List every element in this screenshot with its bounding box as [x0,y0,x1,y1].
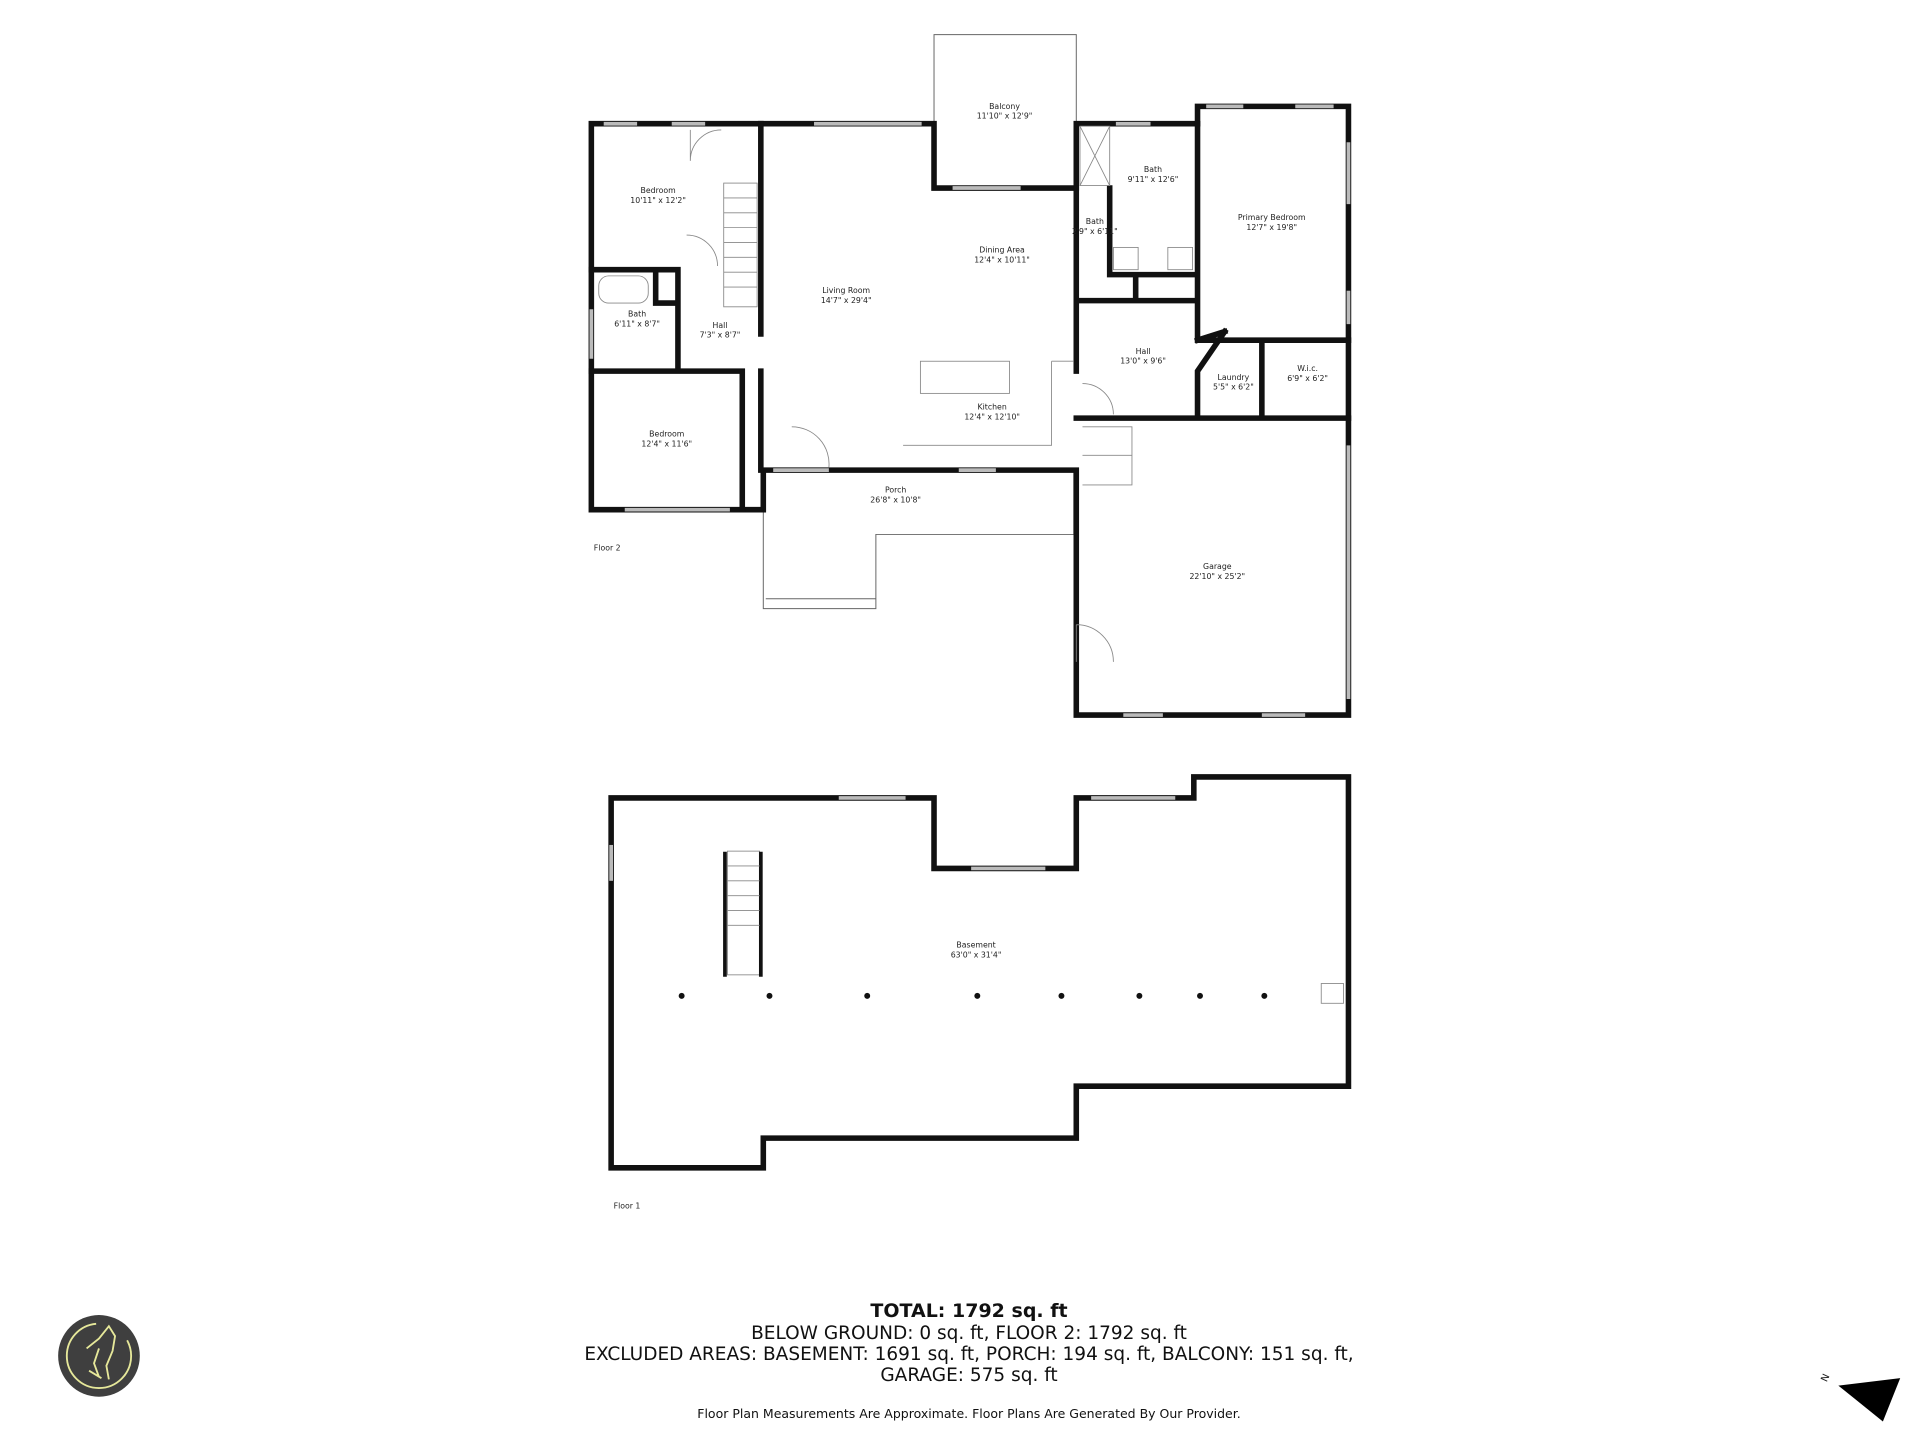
room-name: Bath [1086,217,1104,226]
room-name: W.i.c. [1297,364,1318,373]
support-post [1136,992,1143,999]
room-name: Living Room [822,286,870,295]
room-size: 6'11" x 8'7" [614,320,660,329]
room-name: Laundry [1218,373,1250,382]
room-size: 7'3" x 8'7" [700,331,741,340]
room-size: 11'10" x 12'9" [977,112,1033,121]
room-name: Balcony [989,102,1020,111]
room-name: Hall [1136,347,1151,356]
room-size: 13'0" x 9'6" [1120,357,1166,366]
room-size: 5'5" x 6'2" [1213,383,1254,392]
floor-2-exterior-walls [588,103,1352,718]
room-name: Dining Area [979,245,1025,254]
room-name: Kitchen [978,402,1007,411]
room-name: Bedroom [649,430,684,439]
room-size: 63'0" x 31'4" [951,951,1002,960]
room-size: 9'11" x 12'6" [1128,175,1179,184]
fixtures [598,125,1344,1004]
support-post [1197,992,1203,999]
porch-outline [762,469,1075,610]
room-size: 14'7" x 29'4" [821,296,872,305]
basement-walls [608,774,1352,1171]
room-name: Hall [713,321,728,330]
total-area: TOTAL: 1792 sq. ft [870,1300,1068,1322]
balcony-outline [933,34,1077,124]
room-name: Primary Bedroom [1238,213,1306,222]
disclaimer: Floor Plan Measurements Are Approximate.… [697,1406,1241,1421]
windows [589,104,1351,717]
room-size: 22'10" x 25'2" [1189,572,1245,581]
support-post [974,992,981,999]
kitchen-counter [903,360,1074,446]
support-post [1058,992,1065,999]
floor-2-label: Floor 2 [594,544,621,553]
kitchen-island [919,360,1010,394]
room-size: 6'9" x 6'2" [1287,374,1328,383]
room-size: 12'7" x 19'8" [1246,223,1297,232]
basement-stairs-icon [726,850,761,976]
room-size: 2'9" x 6'11" [1072,227,1118,236]
room-size: 12'4" x 10'11" [974,255,1030,264]
room-name: Porch [885,485,906,494]
floor-1-plan [608,774,1352,1171]
stairs-icon [723,182,758,308]
floor-2-interior-walls [588,120,1352,513]
room-size: 12'4" x 11'6" [641,440,692,449]
room-name: Bedroom [641,186,676,195]
floor-1-label: Floor 1 [614,1202,641,1211]
excluded-areas: EXCLUDED AREAS: BASEMENT: 1691 sq. ft, P… [584,1344,1354,1365]
room-size: 26'8" x 10'8" [870,495,921,504]
bathtub-icon [598,275,649,304]
room-size: 10'11" x 12'2" [630,196,686,205]
garage-area: GARAGE: 575 sq. ft [880,1365,1058,1386]
room-name: Basement [956,941,995,950]
room-name: Garage [1203,562,1232,571]
room-size: 12'4" x 12'10" [964,412,1020,421]
support-post [766,992,773,999]
floor-2-plan [588,34,1352,1004]
support-posts [678,992,1268,999]
room-name: Bath [1144,165,1162,174]
floor-area-breakdown: BELOW GROUND: 0 sq. ft, FLOOR 2: 1792 sq… [751,1323,1187,1344]
north-label: N [1819,1372,1832,1383]
support-post [864,992,871,999]
support-post [678,992,685,999]
room-name: Bath [628,310,646,319]
shower-icon [1079,125,1111,186]
support-post [1261,992,1268,999]
wolf-logo [58,1315,140,1397]
north-arrow-icon: N [1819,1372,1901,1422]
